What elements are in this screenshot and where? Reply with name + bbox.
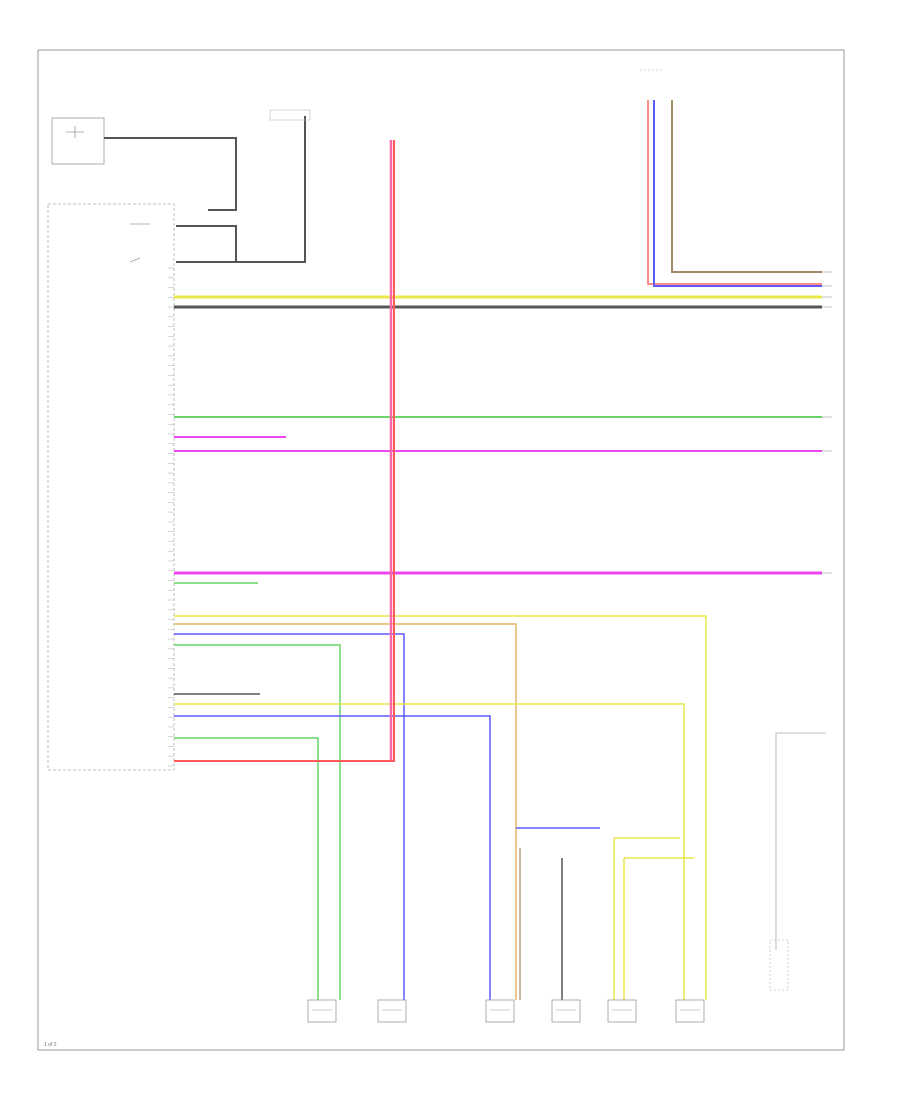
wire-yellow-sp1 [174, 615, 707, 1000]
connector-pins [168, 267, 174, 767]
wire-tan-tr [671, 100, 822, 273]
wire-green-sp1 [174, 644, 341, 1000]
speaker-body [485, 999, 515, 1023]
speaker-6 [675, 999, 705, 1023]
speakers [307, 999, 705, 1023]
harness-mid-right [516, 827, 694, 1000]
ground-symbol-2 [129, 257, 141, 263]
wire-blue-sp2 [174, 715, 491, 1000]
speaker-body [675, 999, 705, 1023]
speaker-3 [485, 999, 515, 1023]
speaker-body [377, 999, 407, 1023]
connector-outline [47, 203, 175, 771]
top-right-wires [640, 69, 822, 287]
speaker-body [607, 999, 637, 1023]
wire-red-tr [647, 100, 822, 285]
page-number: 1 of 2 [44, 1042, 57, 1048]
speaker-4 [551, 999, 581, 1023]
wire-blue-tr [653, 100, 822, 287]
antenna-box [769, 939, 789, 991]
horizontal-wires [174, 140, 822, 1000]
wire-black-2 [176, 225, 237, 263]
top-left-component [51, 109, 311, 263]
wire-black-3 [176, 116, 306, 263]
speaker-5 [607, 999, 637, 1023]
antenna-component [769, 732, 826, 991]
wire-red-bat [174, 140, 395, 762]
wire-orange-sp [174, 623, 517, 1000]
wire-black-1 [104, 137, 237, 211]
speaker-body [551, 999, 581, 1023]
wire-blue-sp1 [174, 633, 405, 1000]
fuse-block-box [51, 117, 105, 165]
speaker-1 [307, 999, 337, 1023]
diagram-border [37, 49, 845, 1051]
splice-pack [269, 109, 311, 121]
speaker-2 [377, 999, 407, 1023]
right-connector-ticks [822, 271, 832, 574]
wire-yellow-sp2 [174, 703, 685, 1000]
speaker-body [307, 999, 337, 1023]
wire-green-sp2 [174, 737, 319, 1000]
main-connector [47, 203, 175, 771]
antenna-wire [775, 732, 826, 950]
